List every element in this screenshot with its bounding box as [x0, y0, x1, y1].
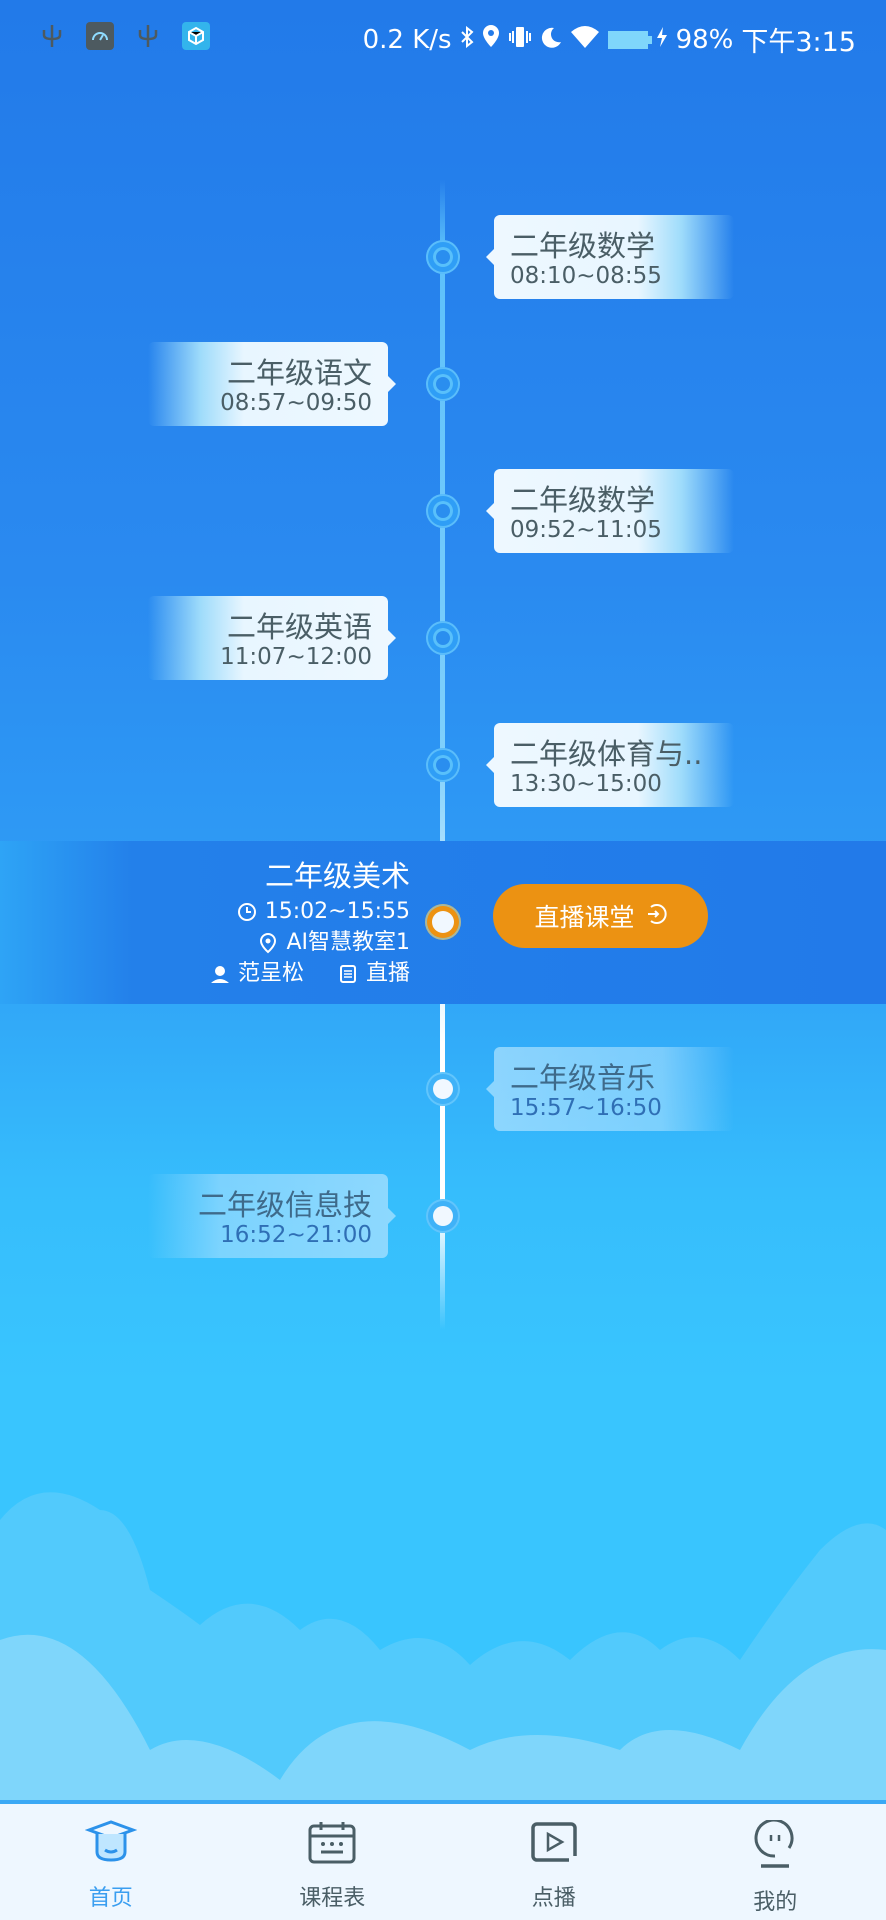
clouds-decoration — [0, 1492, 886, 1800]
current-course-time: 15:02~15:55 — [264, 899, 410, 924]
usb-icon — [134, 22, 162, 50]
course-time: 15:57~16:50 — [510, 1095, 662, 1121]
battery-icon — [607, 30, 652, 49]
tab-on-demand[interactable]: 点播 — [443, 1804, 665, 1920]
course-time: 11:07~12:00 — [220, 644, 372, 670]
clock-icon — [237, 902, 257, 922]
calendar-icon — [307, 1820, 357, 1868]
course-time: 13:30~15:00 — [510, 771, 662, 797]
course-title: 二年级数学 — [510, 483, 656, 517]
current-course-info[interactable]: 二年级美术 15:02~15:55 AI智慧教室1 范呈松 直播 — [210, 856, 410, 989]
course-card[interactable]: 二年级数学 08:10~08:55 — [486, 215, 734, 299]
course-card[interactable]: 二年级语文 08:57~09:50 — [148, 342, 396, 426]
course-time: 08:10~08:55 — [510, 263, 662, 289]
app-cube-icon — [182, 22, 210, 50]
moon-icon — [540, 25, 562, 55]
timeline-node-current — [425, 904, 461, 940]
current-course-title: 二年级美术 — [264, 859, 410, 893]
tab-label: 我的 — [753, 1890, 798, 1915]
tab-mine[interactable]: 我的 — [665, 1804, 886, 1920]
clock: 下午3:15 — [741, 27, 856, 58]
teacher-icon — [210, 964, 230, 984]
bluetooth-icon — [460, 25, 474, 55]
location-pin-icon — [258, 932, 278, 953]
wifi-icon — [570, 25, 600, 55]
network-speed: 0.2 K/s — [362, 24, 452, 55]
course-time: 09:52~11:05 — [510, 517, 662, 543]
timeline-node — [426, 748, 460, 782]
profile-face-icon — [753, 1818, 797, 1872]
tab-label: 课程表 — [299, 1886, 366, 1911]
document-icon — [338, 964, 358, 984]
course-title: 二年级音乐 — [510, 1061, 656, 1095]
current-course-room: AI智慧教室1 — [286, 930, 410, 955]
timeline-node — [426, 494, 460, 528]
tab-label: 点播 — [531, 1886, 576, 1911]
course-title: 二年级体育与.. — [510, 737, 703, 771]
timeline-node — [426, 621, 460, 655]
timeline-node — [426, 240, 460, 274]
location-icon — [482, 24, 500, 55]
course-card[interactable]: 二年级体育与.. 13:30~15:00 — [486, 723, 734, 807]
course-card[interactable]: 二年级数学 09:52~11:05 — [486, 469, 734, 553]
play-video-icon — [529, 1820, 579, 1868]
live-classroom-button[interactable]: 直播课堂 — [493, 884, 708, 948]
live-classroom-label: 直播课堂 — [534, 903, 635, 932]
enter-arrow-icon — [645, 902, 667, 931]
current-course-type: 直播 — [365, 961, 410, 986]
tab-home[interactable]: 首页 — [0, 1804, 222, 1920]
timeline-node — [426, 1072, 460, 1106]
charging-icon — [656, 25, 668, 55]
course-title: 二年级信息技 — [197, 1188, 372, 1222]
course-title: 二年级数学 — [510, 229, 656, 263]
course-card[interactable]: 二年级英语 11:07~12:00 — [148, 596, 396, 680]
speedometer-icon — [86, 22, 114, 50]
course-card[interactable]: 二年级信息技 16:52~21:00 — [148, 1174, 396, 1258]
tab-schedule[interactable]: 课程表 — [222, 1804, 444, 1920]
course-time: 08:57~09:50 — [220, 390, 372, 416]
graduation-cap-icon — [84, 1820, 138, 1868]
bottom-tab-bar: 首页 课程表 点播 我的 — [0, 1800, 886, 1920]
usb-icon — [38, 22, 66, 50]
course-card[interactable]: 二年级音乐 15:57~16:50 — [486, 1047, 734, 1131]
timeline-node — [426, 1199, 460, 1233]
current-course-teacher: 范呈松 — [237, 961, 304, 986]
battery-level: 98% — [675, 24, 734, 55]
course-title: 二年级语文 — [226, 356, 372, 390]
status-bar: 0.2 K/s 98% 下午3:15 — [0, 0, 886, 78]
timeline-node — [426, 367, 460, 401]
tab-label: 首页 — [88, 1886, 133, 1911]
course-title: 二年级英语 — [226, 610, 372, 644]
course-time: 16:52~21:00 — [220, 1222, 372, 1248]
vibrate-icon — [508, 25, 532, 55]
